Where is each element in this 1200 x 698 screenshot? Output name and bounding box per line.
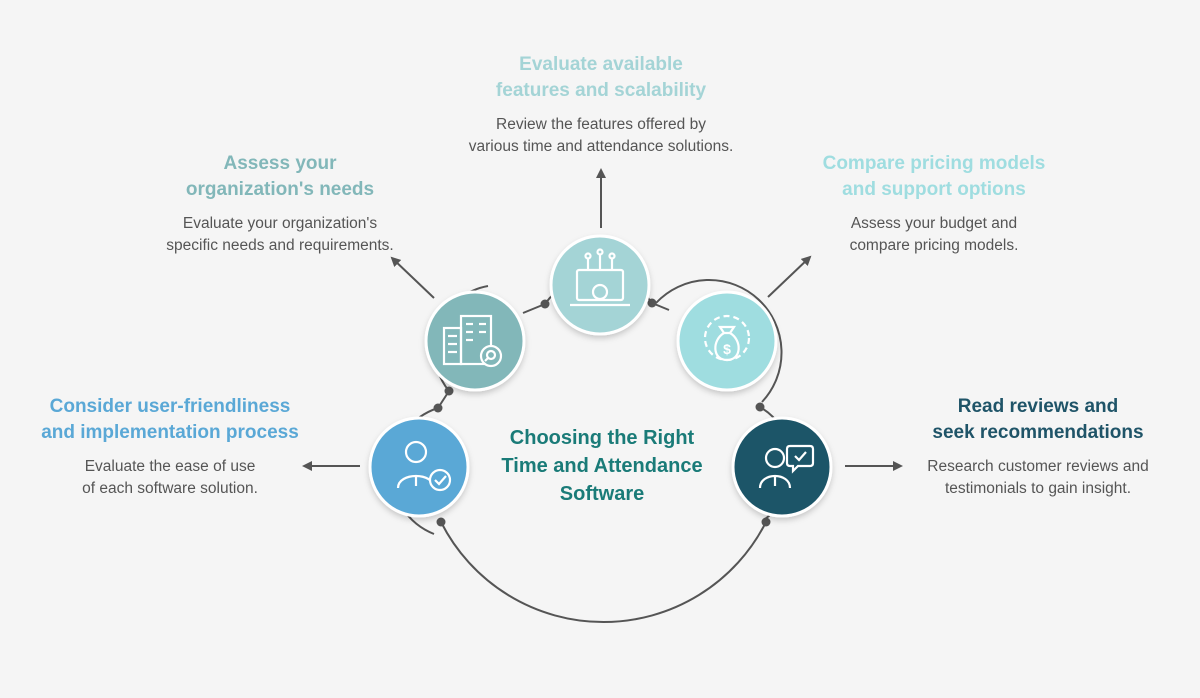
step-desc-evaluate: Review the features offered by various t…	[468, 116, 734, 155]
step-title-consider: Consider user-friendliness and implement…	[41, 396, 299, 443]
connector-dot	[761, 517, 771, 527]
step-block-assess: Assess your organization's needs Evaluat…	[95, 151, 465, 257]
step-block-evaluate: Evaluate available features and scalabil…	[400, 52, 802, 158]
step-icon-assess	[424, 290, 526, 392]
arrow-assess	[390, 256, 435, 299]
ring-arc-compare	[655, 279, 783, 403]
user-check-icon	[396, 440, 452, 492]
step-block-compare: Compare pricing models and support optio…	[744, 151, 1124, 257]
connector-dot	[436, 517, 446, 527]
step-desc-read: Research customer reviews and testimonia…	[927, 458, 1149, 497]
user-chat-icon	[758, 444, 815, 489]
step-title-compare: Compare pricing models and support optio…	[822, 153, 1046, 200]
connector-dot	[755, 402, 765, 412]
connector-dot	[540, 299, 550, 309]
step-title-evaluate: Evaluate available features and scalabil…	[495, 54, 707, 101]
svg-text:$: $	[723, 341, 731, 357]
step-title-assess: Assess your organization's needs	[185, 153, 375, 200]
step-block-consider: Consider user-friendliness and implement…	[0, 394, 340, 500]
connector-dot	[433, 403, 443, 413]
gear-money-bag-icon: $	[703, 314, 751, 362]
step-icon-evaluate	[549, 234, 651, 336]
step-block-read: Read reviews and seek recommendations Re…	[888, 394, 1188, 500]
step-icon-compare: $	[676, 290, 778, 392]
step-desc-assess: Evaluate your organization's specific ne…	[166, 215, 394, 254]
building-search-icon	[442, 314, 503, 368]
step-title-read: Read reviews and seek recommendations	[932, 396, 1144, 443]
connector-dot	[444, 386, 454, 396]
step-icon-read	[731, 416, 833, 518]
laptop-gear-icon	[570, 248, 630, 307]
arrow-compare	[767, 255, 812, 298]
connector-dots	[433, 298, 771, 527]
step-icon-consider	[368, 416, 470, 518]
arrows	[302, 168, 903, 471]
center-title: Choosing the Right Time and Attendance S…	[501, 427, 703, 505]
connector-dot	[647, 298, 657, 308]
step-desc-compare: Assess your budget and compare pricing m…	[849, 215, 1019, 254]
bottom-arc	[440, 521, 767, 624]
step-desc-consider: Evaluate the ease of use of each softwar…	[82, 458, 258, 497]
